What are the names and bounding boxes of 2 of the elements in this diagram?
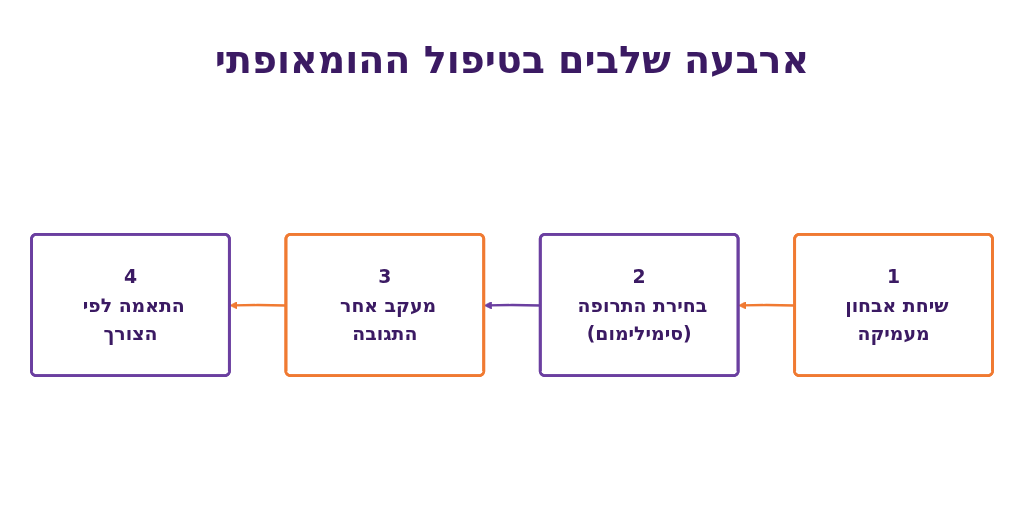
arrow xyxy=(483,301,541,310)
title: ארבעה שלבים בטיפול ההומאופתי xyxy=(213,38,811,82)
